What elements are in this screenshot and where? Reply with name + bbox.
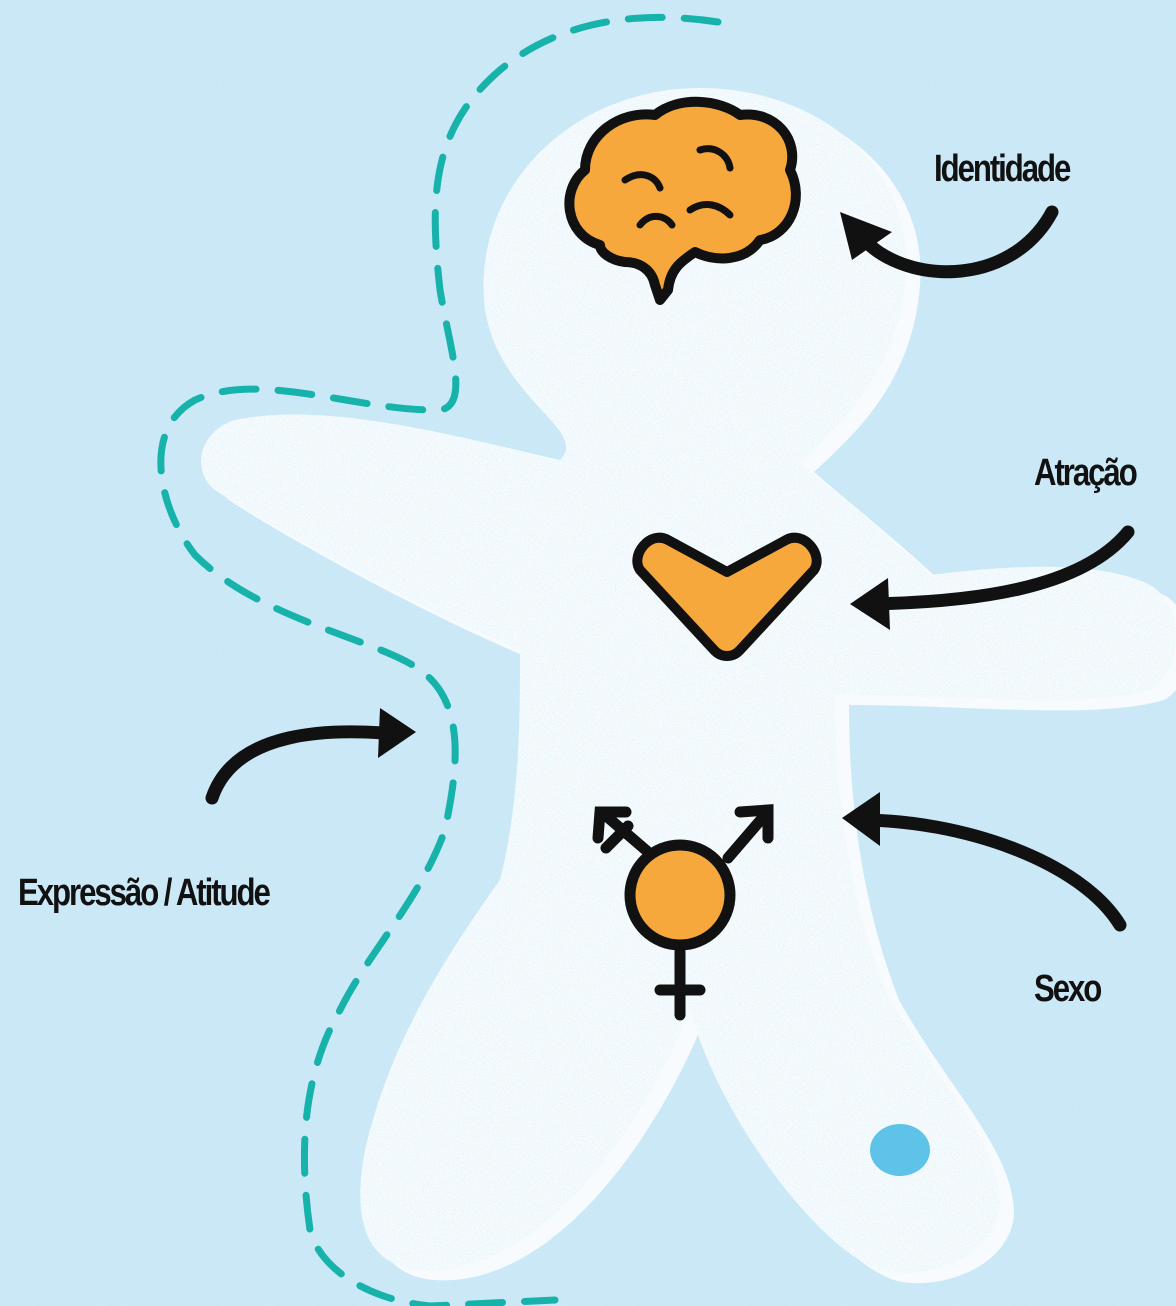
label-atracao: Atração (1034, 452, 1136, 495)
label-sexo: Sexo (1034, 968, 1100, 1011)
label-expressao-atitude: Expressão / Atitude (18, 872, 269, 915)
label-identidade: Identidade (934, 148, 1069, 191)
blue-spot (870, 1124, 930, 1176)
